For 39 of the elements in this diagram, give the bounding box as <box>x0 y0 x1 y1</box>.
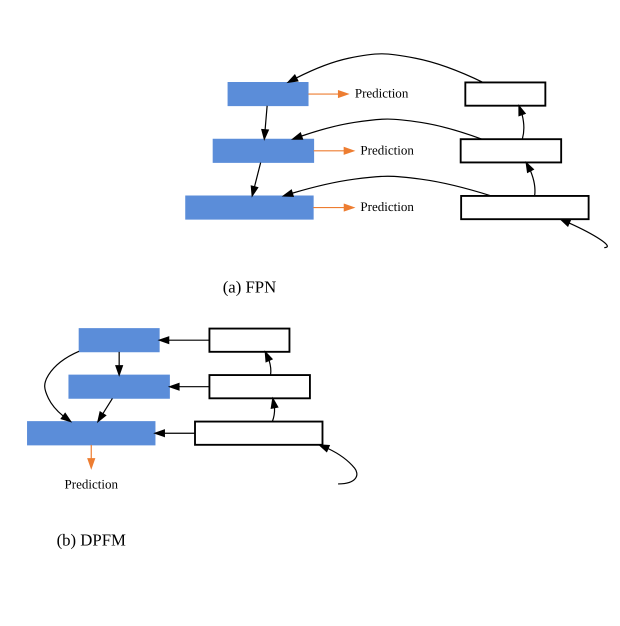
arrow <box>115 351 124 376</box>
node-box <box>460 194 590 220</box>
arrow <box>264 350 274 375</box>
arrow <box>250 162 262 198</box>
node-box <box>460 138 562 163</box>
arrow <box>558 218 608 248</box>
arrow <box>518 104 526 139</box>
arrow <box>96 398 113 423</box>
node-text: Prediction <box>64 476 118 491</box>
node-box <box>68 374 170 398</box>
node-text: Prediction <box>360 198 414 214</box>
arrow <box>282 175 492 196</box>
label: (a) FPN <box>222 277 276 296</box>
arrow <box>313 202 356 212</box>
arrow <box>153 428 195 437</box>
node-text: Prediction <box>360 142 414 157</box>
node-box <box>208 327 290 352</box>
arrow <box>525 160 536 196</box>
node-box <box>208 374 311 399</box>
arrow <box>44 350 80 422</box>
arrow <box>87 444 96 470</box>
node-box <box>185 194 314 220</box>
node-box <box>27 420 156 445</box>
arrow <box>261 105 270 140</box>
node-text: Prediction <box>354 84 408 100</box>
node-box <box>212 138 314 162</box>
arrow <box>270 396 279 422</box>
node-box <box>228 81 309 106</box>
node-box <box>194 420 324 446</box>
arrow <box>290 118 482 140</box>
node-box <box>464 81 546 106</box>
arrow <box>318 444 358 484</box>
arrow <box>308 89 350 98</box>
node-box <box>78 328 160 352</box>
arrow <box>286 52 484 83</box>
label: (b) DPFM <box>56 530 126 550</box>
arrow <box>168 382 210 390</box>
arrow <box>158 336 210 344</box>
arrow <box>314 146 356 154</box>
